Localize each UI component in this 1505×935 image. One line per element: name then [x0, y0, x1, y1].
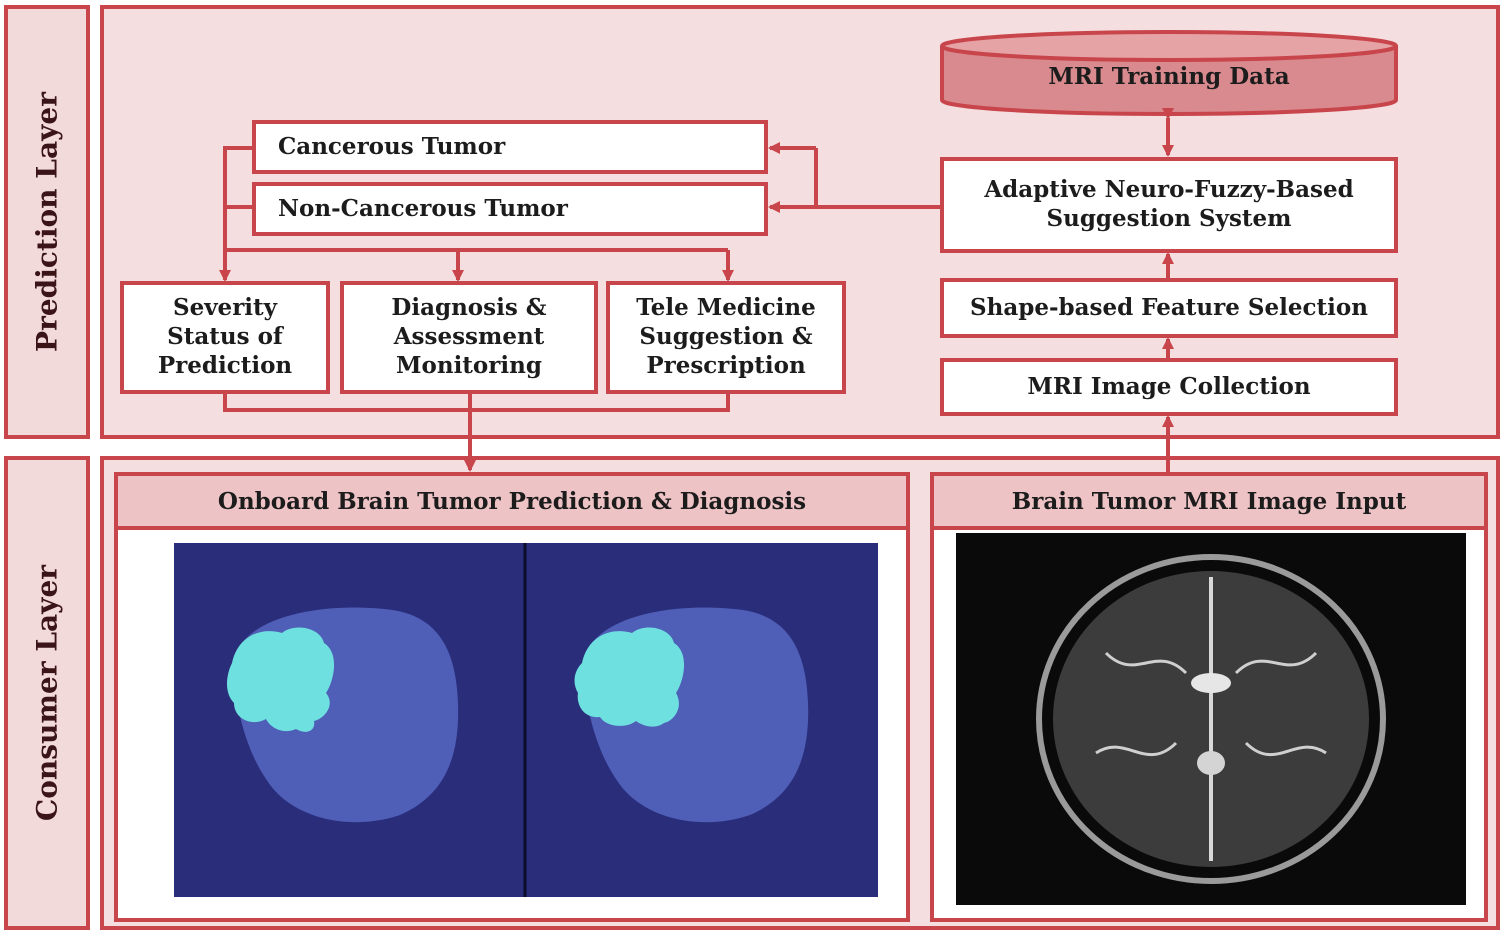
telemedicine-box: Tele Medicine Suggestion & Prescription	[606, 281, 846, 394]
diagnosis-line-2: Assessment	[393, 323, 545, 351]
consumer-layer-label: Consumer Layer	[4, 456, 90, 930]
severity-line-2: Status of	[167, 323, 283, 351]
severity-line-1: Severity	[172, 294, 278, 322]
diagnosis-line-3: Monitoring	[396, 351, 542, 379]
diagnosis-line-1: Diagnosis &	[391, 294, 547, 322]
telemedicine-line-1: Tele Medicine	[636, 294, 816, 322]
cancerous-tumor-box: Cancerous Tumor	[252, 120, 768, 174]
mri-ventricle	[1191, 673, 1231, 693]
training-data-cylinder	[940, 30, 1398, 116]
segmentation-result-image	[174, 543, 878, 897]
telemedicine-line-3: Prescription	[646, 351, 806, 379]
mri-sulci	[1095, 651, 1327, 756]
severity-line-3: Prediction	[157, 351, 293, 379]
outputs-collector-line	[223, 394, 730, 412]
anfis-suggestion-box: Adaptive Neuro-Fuzzy-Based Suggestion Sy…	[940, 157, 1398, 253]
training-data-label: MRI Training Data	[1048, 62, 1290, 90]
diagnosis-box: Diagnosis & Assessment Monitoring	[340, 281, 598, 394]
mri-skull	[1036, 554, 1386, 884]
prediction-layer-label: Prediction Layer	[4, 5, 90, 439]
feature-selection-box: Shape-based Feature Selection	[940, 278, 1398, 338]
cancerous-trunk-line	[223, 146, 252, 250]
severity-box: Severity Status of Prediction	[120, 281, 330, 394]
segmentation-left-brain	[227, 607, 459, 823]
mri-cistern	[1197, 751, 1225, 775]
telemedicine-line-2: Suggestion &	[639, 323, 813, 351]
anfis-line-2: Suggestion System	[1046, 205, 1292, 232]
image-collection-box: MRI Image Collection	[940, 358, 1398, 416]
non-cancerous-tumor-box: Non-Cancerous Tumor	[252, 182, 768, 236]
onboard-diagnosis-title: Onboard Brain Tumor Prediction & Diagnos…	[118, 476, 906, 530]
mri-input-title: Brain Tumor MRI Image Input	[934, 476, 1484, 530]
anfis-line-1: Adaptive Neuro-Fuzzy-Based	[984, 176, 1354, 204]
segmentation-right-brain	[574, 607, 809, 823]
mri-scan-image	[956, 533, 1466, 905]
